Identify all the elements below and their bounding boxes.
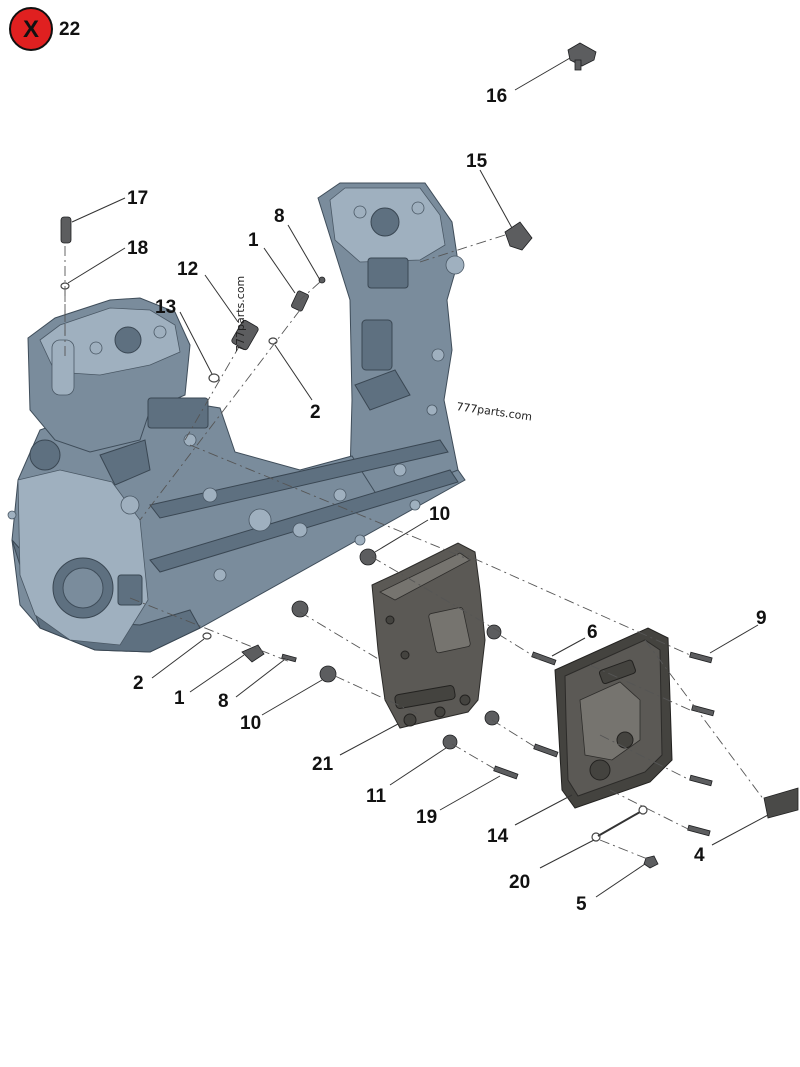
callout-8: 8 bbox=[274, 206, 285, 227]
reference-number: 22 bbox=[59, 19, 80, 40]
sensor-17 bbox=[60, 216, 72, 244]
isolator-10-c bbox=[319, 665, 337, 683]
callout-4: 4 bbox=[694, 845, 705, 866]
leader-lines bbox=[67, 57, 769, 898]
callout-21: 21 bbox=[312, 754, 334, 775]
callout-13: 13 bbox=[155, 297, 176, 318]
sensor-12 bbox=[231, 319, 259, 351]
o-ring-2-lower bbox=[202, 632, 212, 640]
callout-19: 19 bbox=[416, 807, 437, 828]
sensor-1-lower bbox=[241, 644, 265, 663]
o-ring-13 bbox=[208, 373, 220, 383]
bolt-8-upper bbox=[318, 276, 326, 284]
ecm-mounting-plate bbox=[371, 542, 486, 729]
bolt-6 bbox=[531, 651, 557, 666]
bolt-9-c bbox=[689, 774, 713, 787]
bolt-6b bbox=[533, 743, 559, 758]
callout-8: 8 bbox=[218, 691, 229, 712]
callout-17: 17 bbox=[127, 188, 148, 209]
sensor-15 bbox=[504, 221, 533, 251]
callout-9: 9 bbox=[756, 608, 767, 629]
callout-12: 12 bbox=[177, 259, 198, 280]
callout-2: 2 bbox=[133, 673, 144, 694]
bolt-8-lower bbox=[281, 653, 297, 663]
bolt-9-d bbox=[687, 824, 711, 837]
callout-15: 15 bbox=[466, 151, 488, 172]
isolator-10-a bbox=[359, 548, 377, 566]
watermark: 777parts.com bbox=[234, 276, 247, 352]
ground-strap-20 bbox=[591, 805, 648, 842]
callout-6: 6 bbox=[587, 622, 598, 643]
callout-11: 11 bbox=[366, 786, 387, 807]
close-icon[interactable]: X bbox=[9, 7, 53, 51]
nut-5 bbox=[643, 855, 659, 869]
assembly-lines bbox=[64, 234, 765, 861]
callout-16: 16 bbox=[486, 86, 507, 107]
callout-1: 1 bbox=[174, 688, 185, 709]
bolt-9-b bbox=[691, 704, 715, 717]
callout-numbers: 17 18 12 13 8 1 2 16 15 10 9 6 2 1 8 10 … bbox=[127, 86, 767, 915]
callout-14: 14 bbox=[487, 826, 509, 847]
label-4 bbox=[763, 787, 799, 819]
isolator-10-d bbox=[486, 624, 502, 640]
engine-block bbox=[7, 182, 466, 653]
watermark: 777parts.com bbox=[456, 400, 533, 423]
sensor-16 bbox=[567, 42, 597, 71]
ecm-module bbox=[554, 627, 673, 809]
callout-2: 2 bbox=[310, 402, 321, 423]
bolt-9-a bbox=[689, 651, 713, 664]
sensor-1-upper bbox=[291, 290, 309, 312]
callout-5: 5 bbox=[576, 894, 587, 915]
isolator-10-b bbox=[291, 600, 309, 618]
callout-10: 10 bbox=[429, 504, 450, 525]
callout-10: 10 bbox=[240, 713, 261, 734]
callout-18: 18 bbox=[127, 238, 148, 259]
callout-1: 1 bbox=[248, 230, 259, 251]
svg-text:X: X bbox=[23, 16, 39, 43]
callout-20: 20 bbox=[509, 872, 530, 893]
isolator-11 bbox=[442, 734, 458, 750]
isolator-10-e bbox=[484, 710, 500, 726]
o-ring-2-upper bbox=[268, 337, 278, 345]
